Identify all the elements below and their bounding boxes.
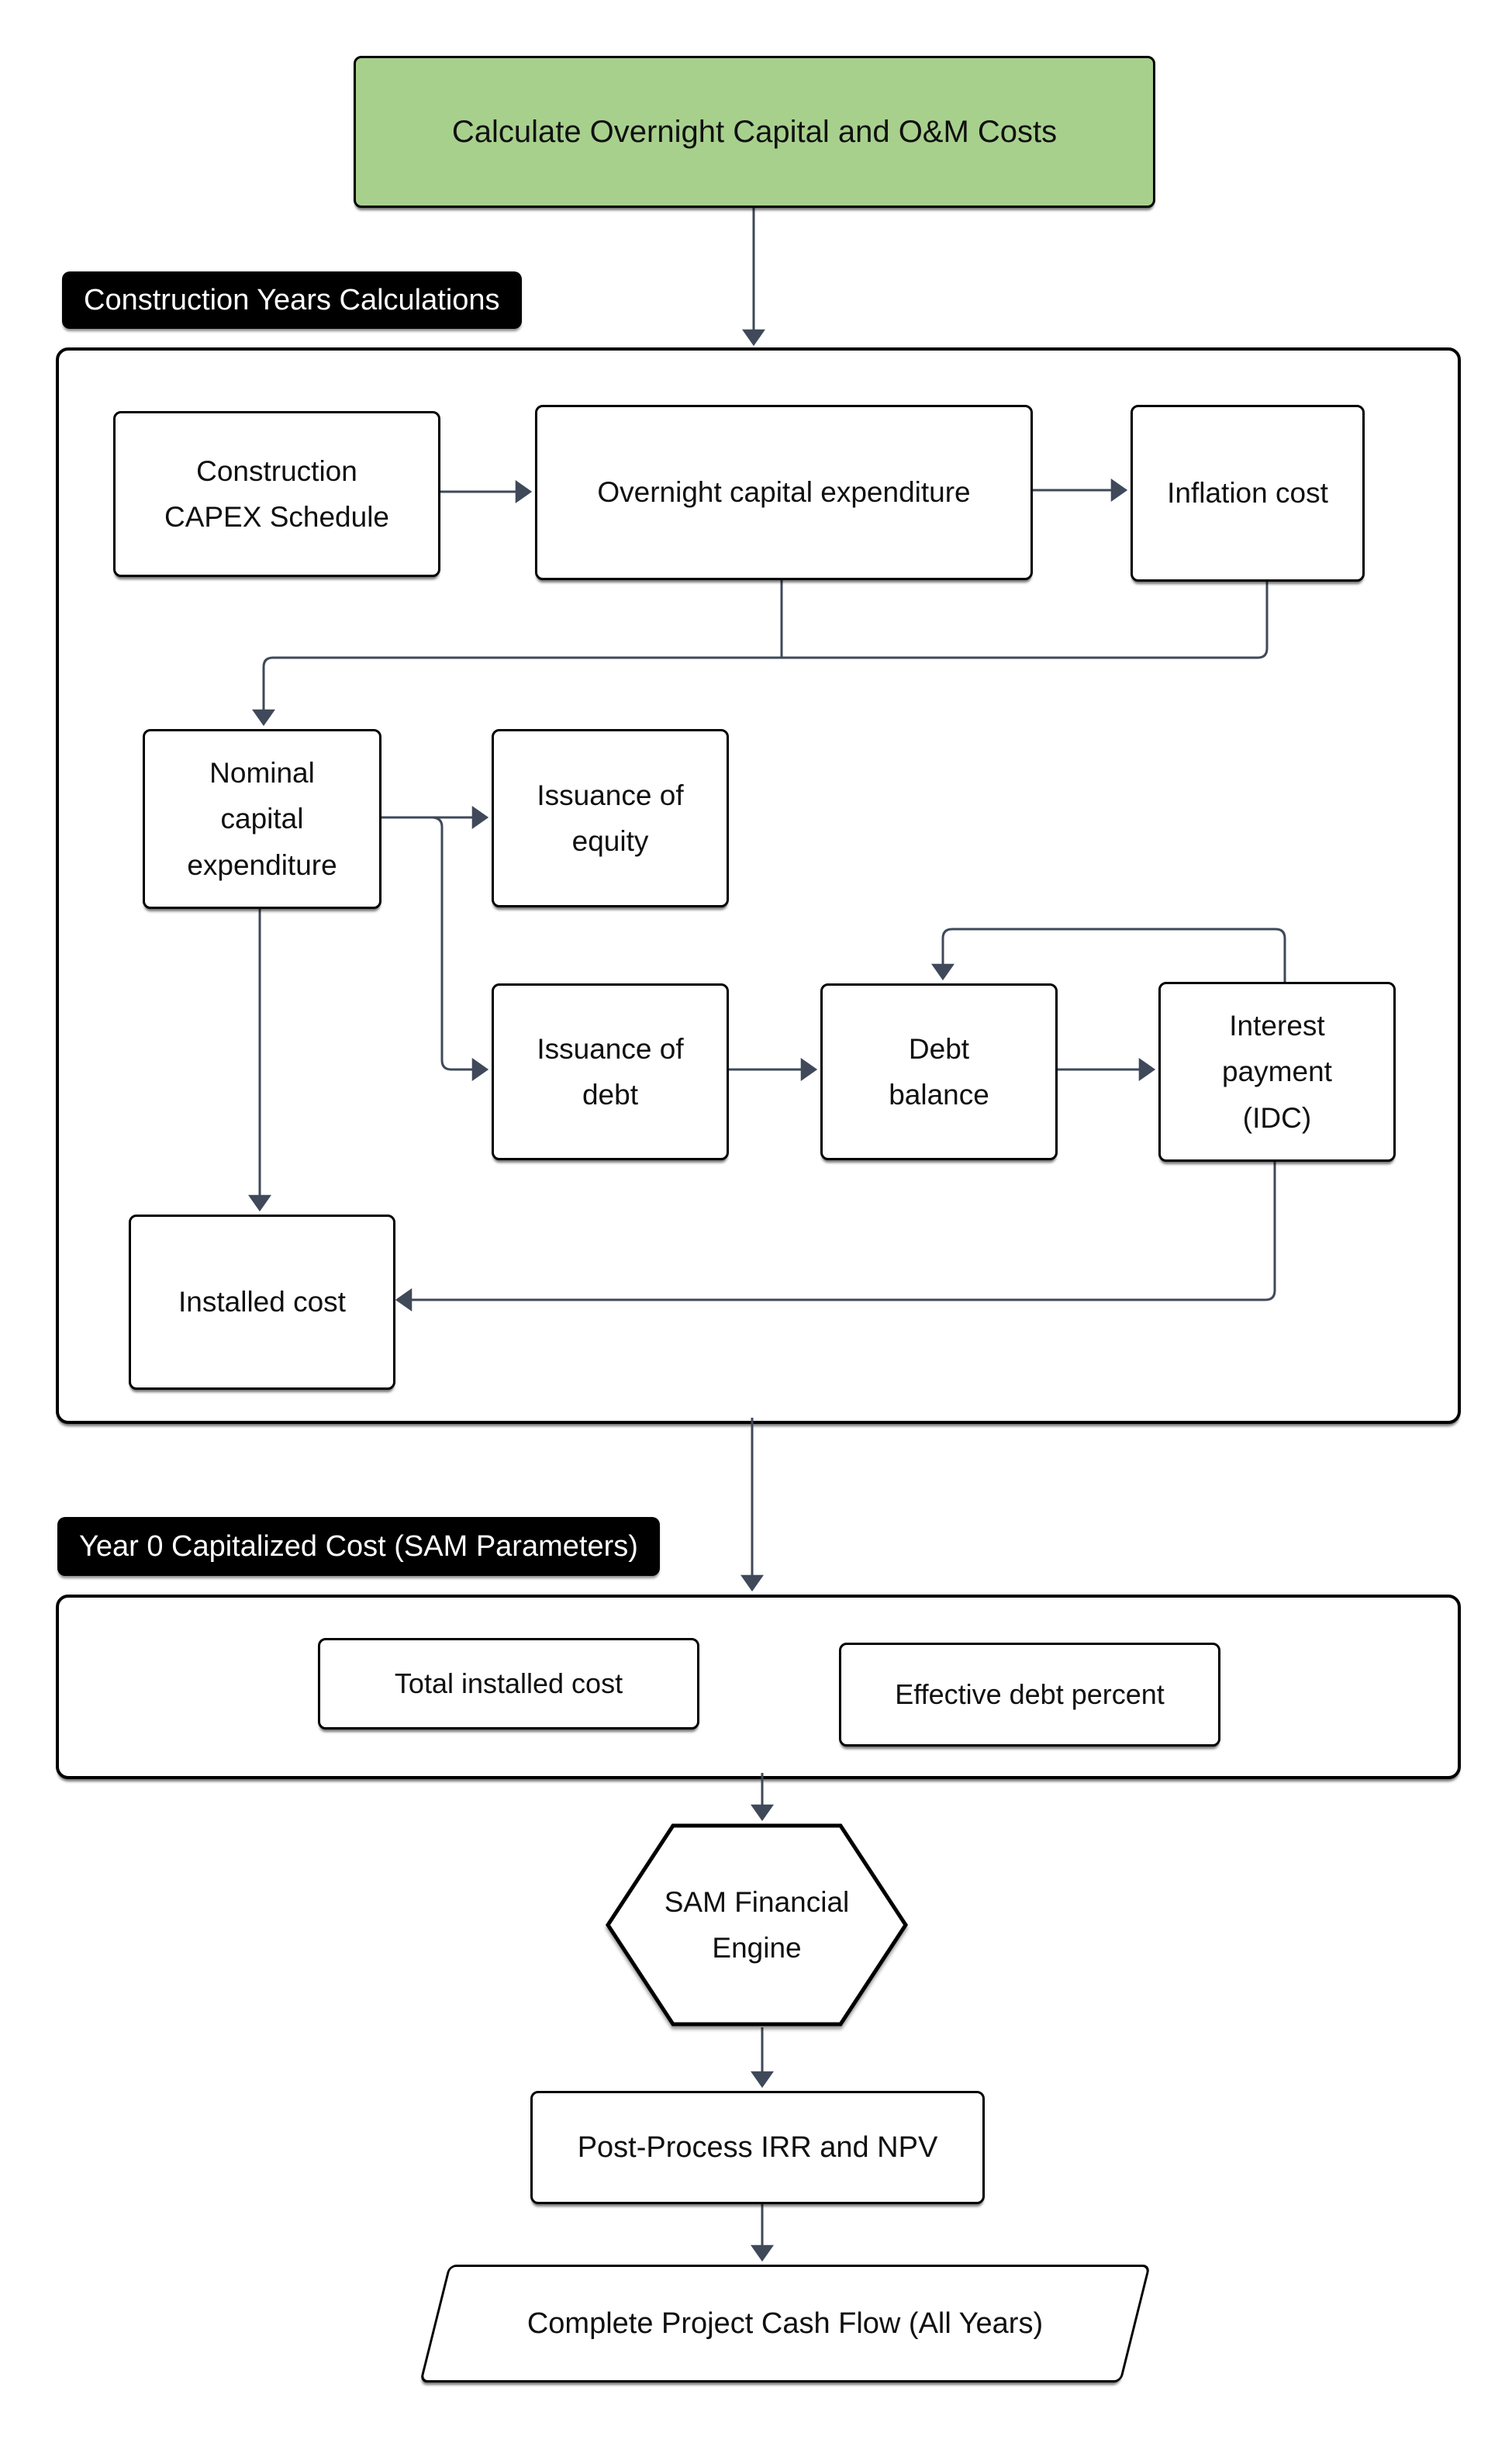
section-label-construction-years: Construction Years Calculations bbox=[62, 271, 522, 329]
section-label-year0-capitalized-cost: Year 0 Capitalized Cost (SAM Parameters) bbox=[57, 1517, 660, 1576]
sam-financial-engine-label: SAM Financial Engine bbox=[664, 1885, 850, 1964]
node-inflation-cost: Inflation cost bbox=[1131, 405, 1365, 582]
hexagon-shape bbox=[606, 1823, 908, 2027]
node-nominal-capital-expenditure: Nominal capital expenditure bbox=[143, 729, 381, 909]
start-node-calculate-overnight-capital: Calculate Overnight Capital and O&M Cost… bbox=[354, 56, 1155, 208]
node-issuance-of-equity: Issuance of equity bbox=[492, 729, 729, 907]
node-debt-balance: Debt balance bbox=[820, 983, 1058, 1160]
node-complete-project-cash-flow: Complete Project Cash Flow (All Years) bbox=[419, 2265, 1151, 2383]
node-issuance-of-debt: Issuance of debt bbox=[492, 983, 729, 1160]
complete-project-cash-flow-label: Complete Project Cash Flow (All Years) bbox=[526, 2307, 1044, 2340]
node-overnight-capital-expenditure: Overnight capital expenditure bbox=[535, 405, 1033, 580]
node-interest-payment-idc: Interest payment (IDC) bbox=[1158, 982, 1396, 1162]
year0-capitalized-cost-container bbox=[56, 1595, 1461, 1779]
node-installed-cost: Installed cost bbox=[129, 1215, 395, 1390]
node-total-installed-cost: Total installed cost bbox=[318, 1638, 699, 1729]
node-post-process-irr-npv: Post-Process IRR and NPV bbox=[530, 2091, 985, 2204]
node-construction-capex-schedule: Construction CAPEX Schedule bbox=[113, 411, 440, 577]
node-sam-financial-engine: SAM Financial Engine bbox=[605, 1823, 909, 2027]
node-effective-debt-percent: Effective debt percent bbox=[839, 1643, 1220, 1747]
